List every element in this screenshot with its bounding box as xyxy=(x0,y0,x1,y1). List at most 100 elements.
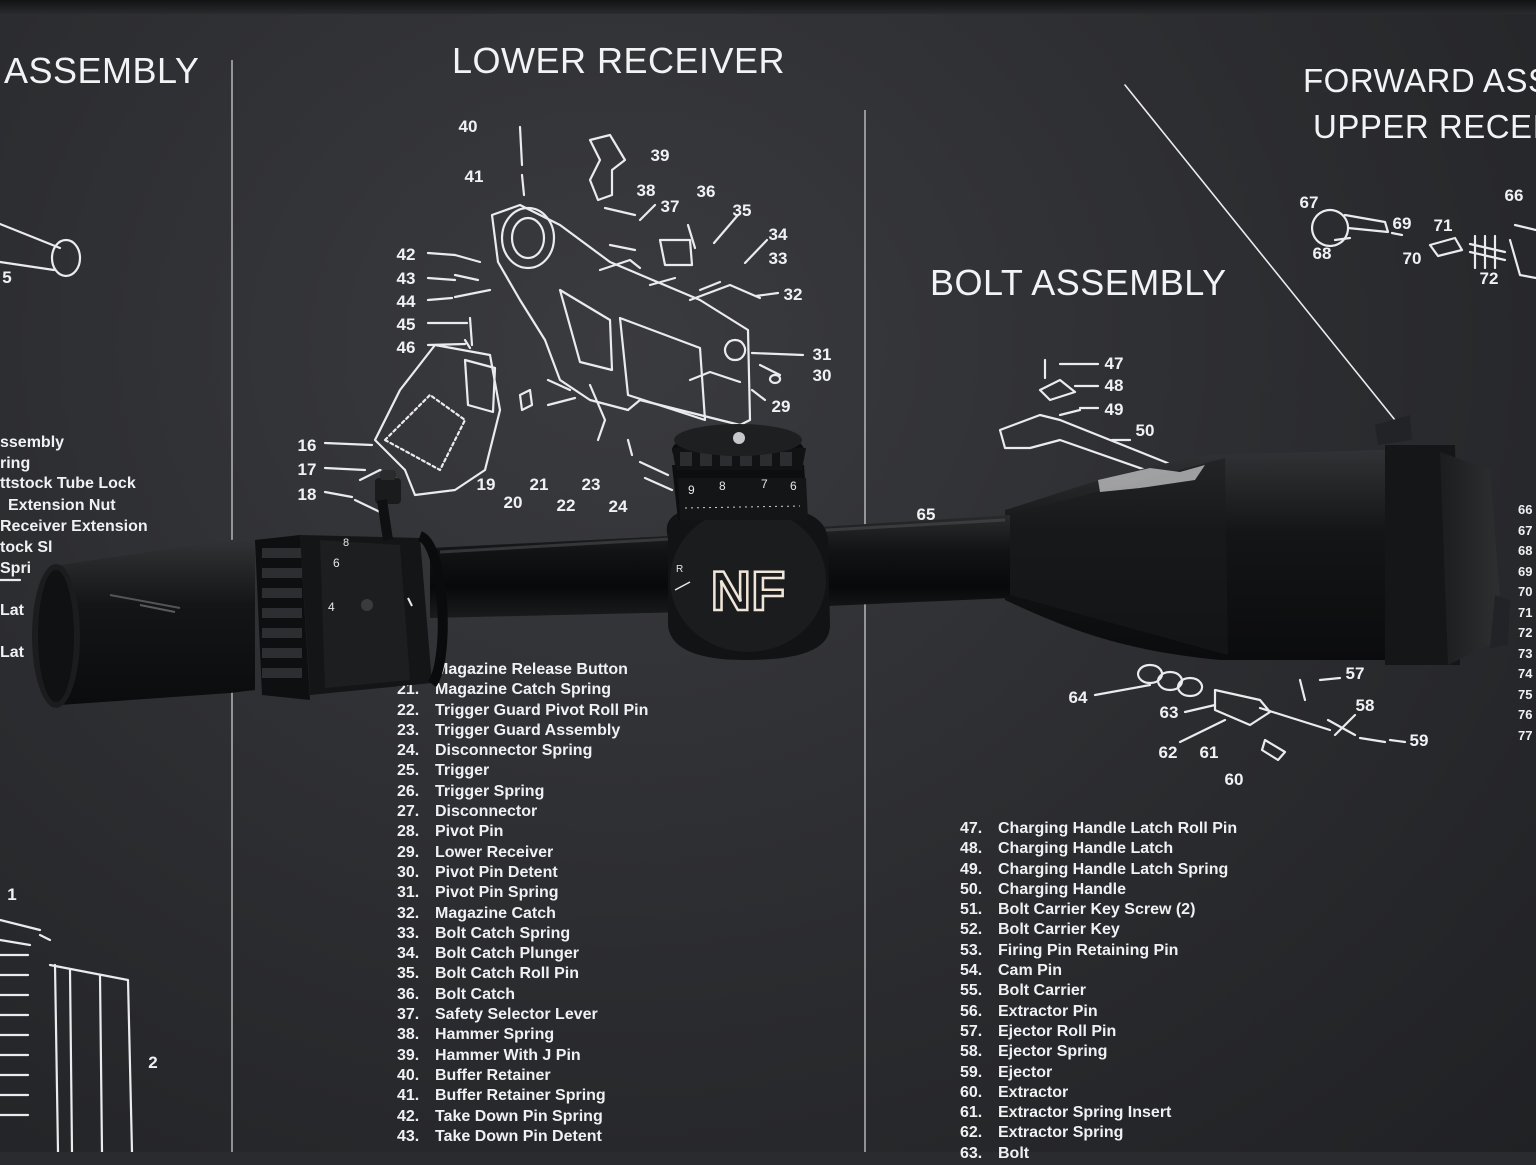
parts-list-item: 48.Charging Handle Latch xyxy=(960,840,1237,860)
zoom-number: 8 xyxy=(343,537,349,549)
callout-number: 44 xyxy=(397,292,416,311)
turret-number: 7 xyxy=(761,477,768,491)
part-number: 59. xyxy=(960,1063,983,1081)
callout-number: 67 xyxy=(1300,193,1319,212)
part-number: 38. xyxy=(397,1026,420,1044)
part-label: Charging Handle Latch Roll Pin xyxy=(998,820,1238,837)
parts-list-item: 38.Hammer Spring xyxy=(397,1026,648,1046)
callout-number: 22 xyxy=(557,496,576,515)
part-label: Bolt Catch xyxy=(435,985,515,1003)
parts-list-item: 39.Hammer With J Pin xyxy=(397,1047,648,1067)
callout-number: 33 xyxy=(769,249,788,268)
part-label: Extractor Spring Insert xyxy=(998,1104,1172,1122)
part-label: Magazine Catch Spring xyxy=(435,681,612,699)
elevation-turret[interactable]: 9 8 7 6 xyxy=(672,424,808,520)
part-number: 37. xyxy=(397,1006,420,1024)
callout-number: 5 xyxy=(2,268,11,287)
part-label: Bolt Catch Plunger xyxy=(435,945,580,963)
callout-number: 16 xyxy=(298,436,317,455)
callout-number: 40 xyxy=(459,117,478,136)
part-label: Pivot Pin xyxy=(435,823,504,841)
callout-number: 38 xyxy=(637,181,656,200)
part-label: Magazine Catch xyxy=(435,904,556,922)
part-label: Buffer Retainer xyxy=(435,1066,551,1084)
parts-list-item: 58.Ejector Spring xyxy=(960,1043,1237,1063)
edge-number: 73 xyxy=(1518,645,1533,661)
callout-number: 61 xyxy=(1200,743,1219,762)
part-label: Take Down Pin Spring xyxy=(435,1107,603,1125)
part-number: 52. xyxy=(960,921,983,939)
edge-number: 72 xyxy=(1518,625,1533,640)
part-label: Magazine Release Button xyxy=(435,661,628,678)
part-number: 56. xyxy=(960,1002,983,1020)
part-number: 34. xyxy=(397,945,420,963)
left-edge-label: ssembly xyxy=(0,434,65,451)
callout-number: 65 xyxy=(917,505,936,524)
callout-number: 29 xyxy=(772,397,791,416)
callout-number: 1 xyxy=(7,885,16,904)
lens-cap xyxy=(1440,452,1500,665)
part-label: Bolt Catch Roll Pin xyxy=(435,965,579,983)
throw-lever[interactable] xyxy=(375,470,401,541)
callout-number: 42 xyxy=(397,245,416,264)
edge-number: 75 xyxy=(1518,686,1533,702)
edge-number: 71 xyxy=(1518,604,1533,620)
callout-number: 49 xyxy=(1105,400,1124,419)
callout-number: 31 xyxy=(813,345,832,364)
callout-number: 30 xyxy=(813,366,832,385)
part-number: 29. xyxy=(397,843,420,861)
nf-logo: NF xyxy=(711,559,786,622)
part-label: Extractor Pin xyxy=(998,1002,1098,1020)
part-number: 24. xyxy=(397,742,420,760)
callout-number: 48 xyxy=(1105,376,1124,395)
callout-number: 60 xyxy=(1225,770,1244,789)
part-number: 23. xyxy=(397,721,420,739)
parts-list-item: 52.Bolt Carrier Key xyxy=(960,921,1237,941)
parts-list-item: 62.Extractor Spring xyxy=(960,1124,1237,1144)
callout-number: 46 xyxy=(397,338,416,357)
part-number: 35. xyxy=(397,965,420,983)
part-label: Extractor xyxy=(998,1083,1069,1101)
magnification-ring[interactable]: 8 6 4 xyxy=(255,531,448,700)
parts-list-item: 36.Bolt Catch xyxy=(397,986,648,1006)
callout-number: 70 xyxy=(1403,249,1422,268)
heading-lower-receiver: LOWER RECEIVER xyxy=(452,40,786,81)
part-label: Bolt Catch Spring xyxy=(435,924,571,942)
callout-number: 37 xyxy=(661,197,680,216)
part-number: 22. xyxy=(397,701,420,719)
parts-list-item: 61.Extractor Spring Insert xyxy=(960,1104,1237,1124)
left-edge-label: Lat xyxy=(0,602,24,619)
parts-list-item: 24.Disconnector Spring xyxy=(397,742,648,762)
eyepiece xyxy=(32,538,255,708)
part-number: 25. xyxy=(397,762,420,780)
part-label: Extractor Spring xyxy=(998,1124,1124,1142)
sticker xyxy=(1098,465,1205,492)
parts-list-item: 42.Take Down Pin Spring xyxy=(397,1108,648,1128)
part-label: Bolt Carrier Key Screw (2) xyxy=(998,901,1196,919)
callout-number: 72 xyxy=(1480,269,1499,288)
callout-number: 50 xyxy=(1136,421,1155,440)
parts-list-item: 31.Pivot Pin Spring xyxy=(397,884,648,904)
left-edge-label: ring xyxy=(0,455,31,472)
part-label: Buffer Retainer Spring xyxy=(435,1087,606,1105)
callout-number: 21 xyxy=(530,475,549,494)
part-number: 53. xyxy=(960,941,983,959)
part-label: Safety Selector Lever xyxy=(435,1006,598,1024)
callout-number: 35 xyxy=(733,201,752,220)
parts-list-item: 28. Pivot Pin xyxy=(397,823,648,843)
parts-list-item: 37. Safety Selector Lever xyxy=(397,1006,648,1026)
heading-forward-assist: FORWARD ASSIS xyxy=(1303,62,1536,99)
zoom-number: 6 xyxy=(333,556,340,570)
callout-number: 57 xyxy=(1346,664,1365,683)
part-label: Take Down Pin Detent xyxy=(435,1127,602,1145)
part-number: 28. xyxy=(397,823,420,841)
part-label: Trigger Guard Assembly xyxy=(435,721,621,739)
parts-list-item: 51.Bolt Carrier Key Screw (2) xyxy=(960,901,1237,921)
callout-number: 24 xyxy=(609,497,628,516)
edge-number: 68 xyxy=(1518,543,1533,558)
parts-list-item: 60.Extractor xyxy=(960,1084,1237,1104)
part-label: Charging Handle Latch xyxy=(998,840,1174,858)
parts-list-item: 32.Magazine Catch xyxy=(397,905,648,925)
callout-number: 62 xyxy=(1159,743,1178,762)
